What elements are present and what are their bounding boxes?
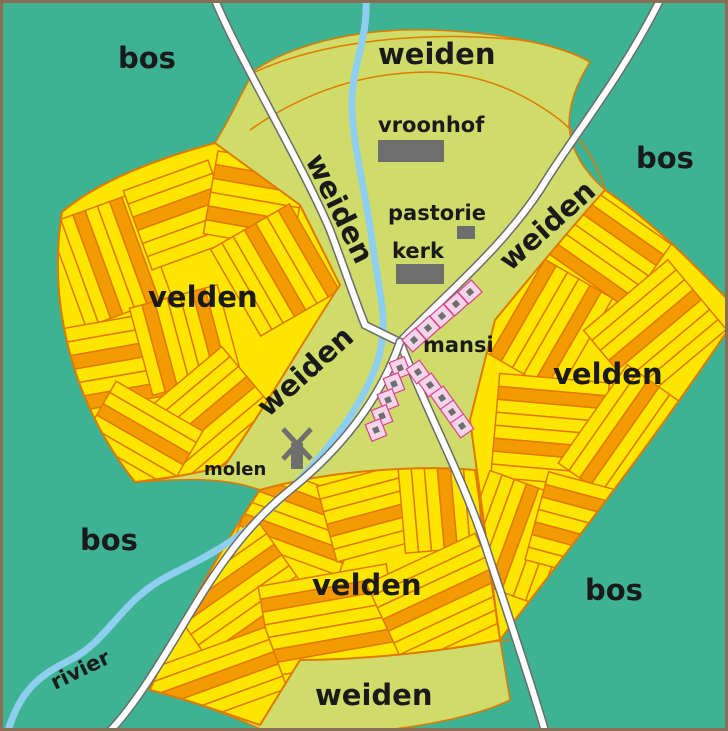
label-velden-bottom: velden xyxy=(312,568,422,602)
mansi-plot xyxy=(449,413,475,439)
mansi-plot xyxy=(364,417,388,443)
mansi-plots xyxy=(364,279,483,443)
mansi-plot xyxy=(401,327,427,353)
label-bos-top-left: bos xyxy=(118,41,176,75)
label-weiden-top: weiden xyxy=(378,37,495,71)
fields-left-outline xyxy=(57,141,342,484)
label-bos-right: bos xyxy=(636,141,694,175)
windmill-icon xyxy=(281,427,313,469)
roads xyxy=(105,0,665,731)
river xyxy=(4,0,387,731)
field-strip xyxy=(395,468,420,555)
label-kerk: kerk xyxy=(392,239,445,263)
label-bos-bottom-left: bos xyxy=(80,523,138,557)
pastorie-building-icon xyxy=(457,226,475,239)
label-weiden-bottom: weiden xyxy=(315,678,432,712)
field-strip xyxy=(209,241,273,338)
mansi-plot xyxy=(457,279,483,305)
meadow-contour-inner xyxy=(249,71,606,191)
meadow-contour-top xyxy=(254,35,591,73)
fields-left xyxy=(57,143,340,482)
label-velden-right: velden xyxy=(553,357,663,391)
fields-right-outline xyxy=(468,188,728,643)
label-pastorie: pastorie xyxy=(388,201,486,225)
label-velden-left: velden xyxy=(148,280,258,314)
label-bos-bottom-right: bos xyxy=(585,573,643,607)
field-strip xyxy=(128,304,167,397)
vroonhof-building-icon xyxy=(378,140,444,162)
label-mansi: mansi xyxy=(423,333,494,357)
label-molen: molen xyxy=(204,459,266,480)
label-vroonhof: vroonhof xyxy=(378,113,485,137)
kerk-building-icon xyxy=(396,264,444,284)
